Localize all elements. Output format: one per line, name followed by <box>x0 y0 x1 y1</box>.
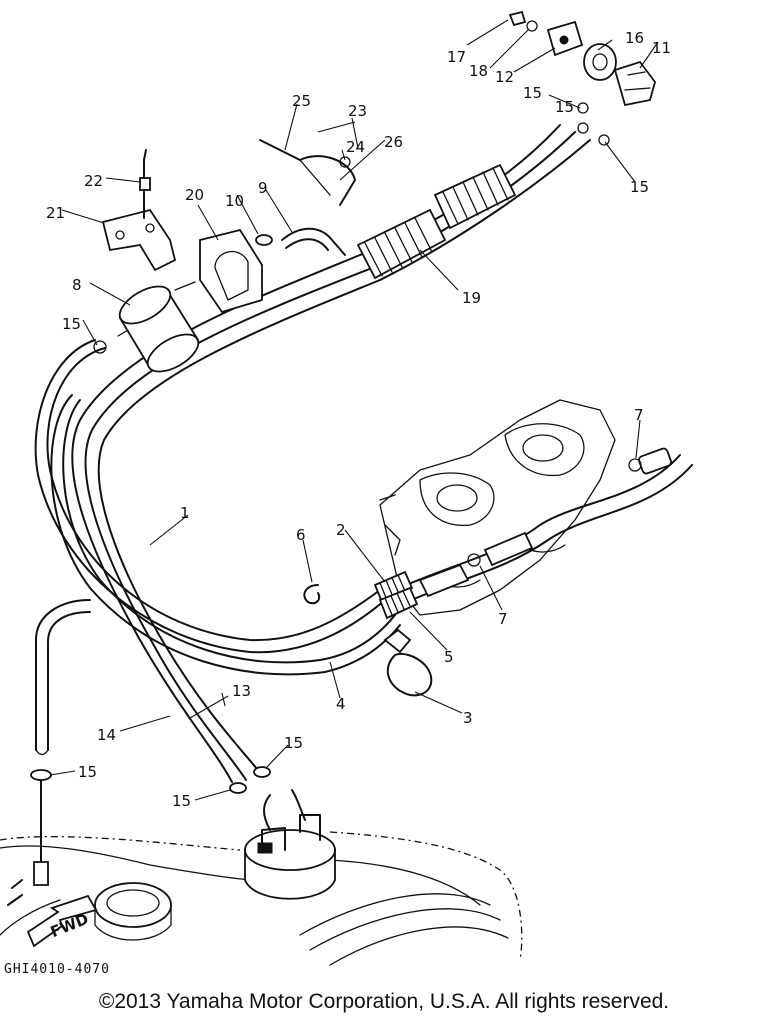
callout-21: 21 <box>46 204 65 222</box>
callout-13: 13 <box>232 682 251 700</box>
hose-joint-bands <box>373 531 534 620</box>
callout-15-right: 15 <box>630 178 649 196</box>
callout-4: 4 <box>336 695 346 713</box>
hose-protector-bellows <box>356 163 517 280</box>
callout-7-upper: 7 <box>634 406 644 424</box>
callout-15-filter: 15 <box>62 315 81 333</box>
callout-23: 23 <box>348 102 367 120</box>
callout-15-cock: 15 <box>555 98 574 116</box>
fuel-sender-unit <box>244 789 336 900</box>
fitting-7 <box>467 447 672 567</box>
callout-24: 24 <box>346 138 365 156</box>
callout-25: 25 <box>292 92 311 110</box>
hose-clamps-15 <box>30 766 271 794</box>
callout-10: 10 <box>225 192 244 210</box>
callout-2: 2 <box>336 521 346 539</box>
callout-5: 5 <box>444 648 454 666</box>
callout-3: 3 <box>463 709 473 727</box>
callout-6: 6 <box>296 526 306 544</box>
callout-15-vent: 15 <box>78 763 97 781</box>
callout-16: 16 <box>625 29 644 47</box>
callout-11: 11 <box>652 39 671 57</box>
callout-14: 14 <box>97 726 116 744</box>
fuel-filter-8 <box>93 281 200 373</box>
fwd-arrow-marker: FWD <box>26 894 98 948</box>
callout-17: 17 <box>447 48 466 66</box>
callout-19: 19 <box>462 289 481 307</box>
fuel-tank <box>0 831 523 966</box>
callout-9: 9 <box>258 179 268 197</box>
callout-labels: 1 2 3 4 5 6 7 7 8 9 10 11 12 13 14 15 15… <box>46 29 671 810</box>
copyright-notice: ©2013 Yamaha Motor Corporation, U.S.A. A… <box>98 990 670 1013</box>
callout-20: 20 <box>185 186 204 204</box>
hose-holder-23 <box>259 139 356 206</box>
callout-7-lower: 7 <box>498 610 508 628</box>
callout-15-sender-right: 15 <box>284 734 303 752</box>
exploded-parts-diagram: FWD <box>0 10 693 966</box>
callout-15-sender-left: 15 <box>172 792 191 810</box>
callout-18: 18 <box>469 62 488 80</box>
hose-9 <box>255 227 346 256</box>
callout-1: 1 <box>180 504 190 522</box>
callout-26: 26 <box>384 133 403 151</box>
cock-parts <box>508 10 656 146</box>
bracket-20 <box>199 228 263 314</box>
callout-12: 12 <box>495 68 514 86</box>
callout-8: 8 <box>72 276 82 294</box>
leader-lines <box>49 19 659 801</box>
grommet-22 <box>139 149 151 219</box>
clip-6 <box>303 584 321 605</box>
hose-clamp-3 <box>383 628 433 697</box>
drawing-code: GHI4010-4070 <box>4 962 110 977</box>
vent-fitting <box>7 779 49 906</box>
callout-22: 22 <box>84 172 103 190</box>
bracket-21 <box>101 208 177 272</box>
callout-15-top: 15 <box>523 84 542 102</box>
